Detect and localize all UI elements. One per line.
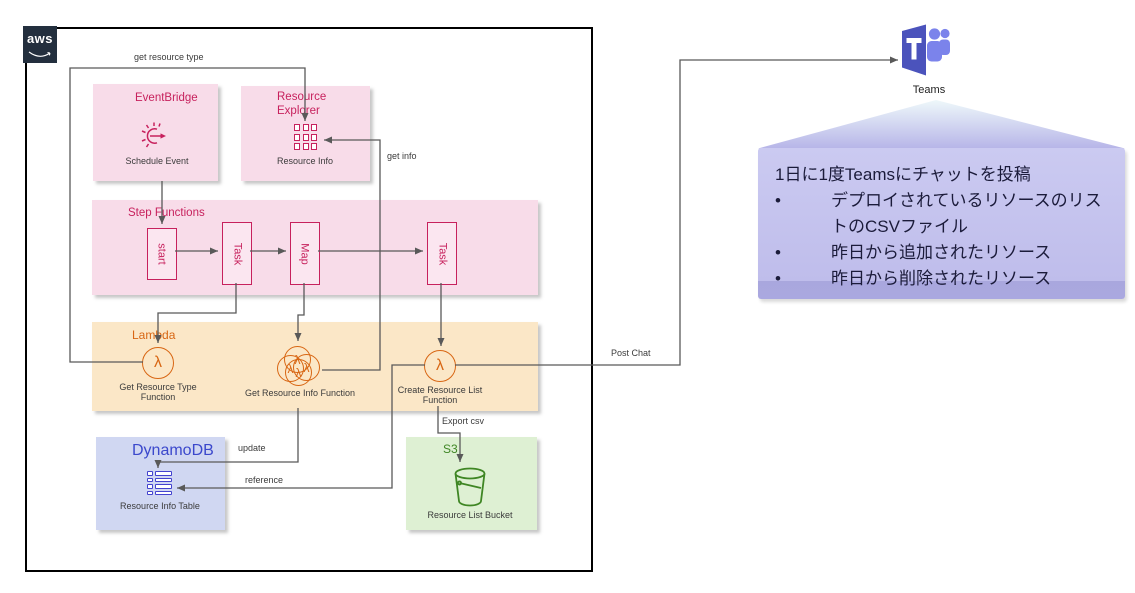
schedule-event-label: Schedule Event (125, 156, 189, 166)
callout-bullet-2: • 昨日から追加されたリソース (775, 240, 1117, 266)
resource-info-table-icon (147, 471, 172, 495)
sf-node-task2: Task (427, 222, 457, 285)
bullet-glyph: • (775, 243, 781, 262)
bullet-glyph: • (775, 191, 781, 210)
aws-smile-icon (28, 51, 51, 57)
edge-label-update: update (238, 443, 266, 453)
lambda-title: Lambda (132, 328, 176, 342)
schedule-event-icon (141, 122, 166, 148)
s3-group (406, 437, 537, 530)
edge-label-reference: reference (245, 475, 284, 485)
edge-label-export-csv: Export csv (442, 416, 485, 426)
edge-label-get-resource-type: get resource type (134, 52, 204, 62)
fn-get-resource-type-label: Get Resource Type Function (119, 382, 197, 402)
callout-box: 1日に1度Teamsにチャットを投稿 • デプロイされているリソースのリストのC… (758, 148, 1125, 299)
fn-get-resource-info-label: Get Resource Info Function (244, 388, 356, 398)
step-functions-title: Step Functions (128, 207, 205, 219)
lambda-multi-function-icon: λ λ λ λ (276, 344, 324, 386)
resource-explorer-title: Resource Explorer (277, 91, 327, 117)
aws-logo: aws (23, 26, 57, 63)
teams-icon (898, 21, 952, 84)
fn-create-resource-list-label: Create Resource List Function (397, 385, 483, 405)
sf-node-start: start (147, 228, 177, 280)
resource-info-label: Resource Info (276, 156, 334, 166)
edge-label-post-chat: Post Chat (611, 348, 651, 358)
resource-info-icon (294, 124, 317, 150)
resource-info-table-label: Resource Info Table (120, 501, 200, 511)
s3-title: S3 (443, 442, 458, 456)
lambda-function-icon: λ (424, 350, 456, 382)
resource-list-bucket-icon (454, 467, 486, 507)
resource-list-bucket-label: Resource List Bucket (427, 510, 513, 520)
fn-get-resource-info: λ λ λ λ Get Resource Info Function (244, 344, 356, 398)
callout-bullet-3: • 昨日から削除されたリソース (775, 266, 1117, 292)
fn-get-resource-type: λ Get Resource Type Function (103, 347, 213, 402)
teams-label: Teams (912, 84, 946, 96)
aws-logo-text: aws (26, 31, 54, 46)
sf-node-map: Map (290, 222, 320, 285)
dynamodb-title: DynamoDB (132, 442, 214, 459)
edge-label-get-info: get info (387, 151, 417, 161)
callout-bullet-1: • デプロイされているリソースのリストのCSVファイル (775, 188, 1117, 240)
callout-pointer (758, 100, 1125, 149)
callout-title: 1日に1度Teamsにチャットを投稿 (775, 165, 1031, 184)
lambda-function-icon: λ (142, 347, 174, 379)
sf-node-task1: Task (222, 222, 252, 285)
fn-create-resource-list: λ Create Resource List Function (385, 350, 495, 405)
eventbridge-title: EventBridge (135, 92, 198, 104)
bullet-glyph: • (775, 269, 781, 288)
